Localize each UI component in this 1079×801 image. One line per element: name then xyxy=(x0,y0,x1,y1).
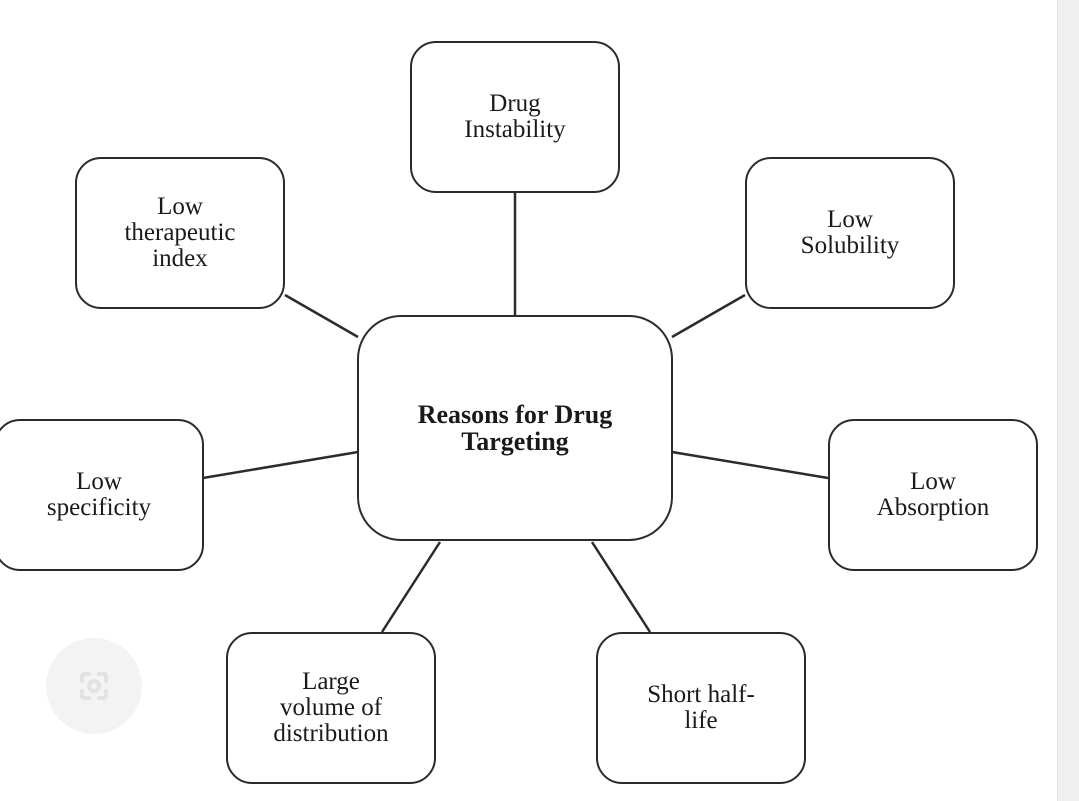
center-node: Reasons for Drug Targeting xyxy=(357,315,673,541)
node-low-solubility-label: Low Solubility xyxy=(800,206,900,259)
node-short-half-life-label: Short half- life xyxy=(647,681,755,734)
node-drug-instability-label: Drug Instability xyxy=(464,90,566,143)
node-low-specificity: Low specificity xyxy=(0,419,204,571)
connector-low-absorption xyxy=(671,450,829,480)
node-low-therapeutic-index: Low therapeutic index xyxy=(75,157,285,309)
lens-icon xyxy=(80,672,108,700)
center-node-label: Reasons for Drug Targeting xyxy=(417,400,613,456)
connector-low-therapeutic-index xyxy=(284,293,359,339)
node-low-specificity-label: Low specificity xyxy=(46,468,152,521)
node-low-absorption: Low Absorption xyxy=(828,419,1038,571)
node-low-absorption-label: Low Absorption xyxy=(876,468,990,521)
node-large-volume-of-distribution: Large volume of distribution xyxy=(226,632,436,784)
node-low-therapeutic-index-label: Low therapeutic index xyxy=(124,193,236,272)
node-large-volume-label: Large volume of distribution xyxy=(273,668,389,747)
connector-low-specificity xyxy=(202,450,359,480)
node-short-half-life: Short half- life xyxy=(596,632,806,784)
connector-large-volume xyxy=(380,541,442,633)
lens-button[interactable] xyxy=(46,638,142,734)
connector-lines xyxy=(202,193,829,633)
scrollbar-track[interactable] xyxy=(1057,0,1079,801)
node-drug-instability: Drug Instability xyxy=(410,41,620,193)
connector-low-solubility xyxy=(671,293,746,339)
node-low-solubility: Low Solubility xyxy=(745,157,955,309)
connector-short-half-life xyxy=(590,541,652,633)
